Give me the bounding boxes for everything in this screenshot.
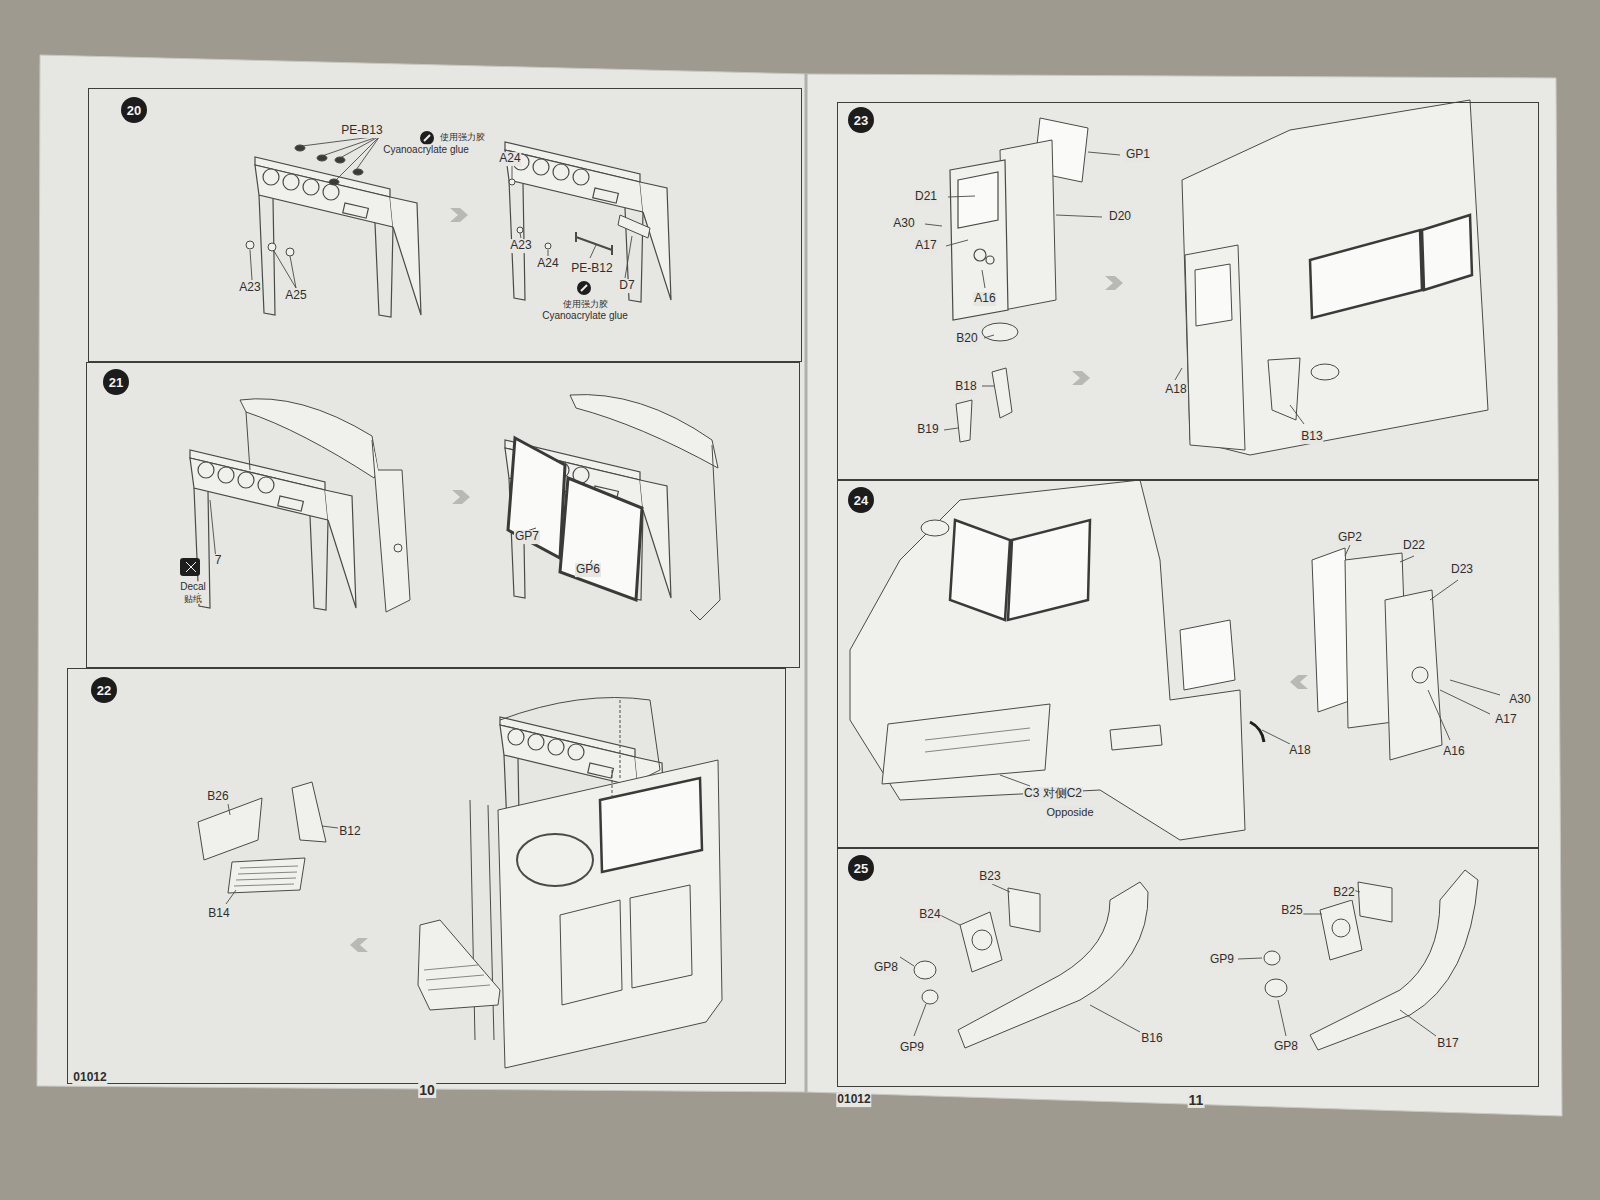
step-number: 21 [103, 369, 129, 395]
part-label: GP2 [1337, 531, 1363, 545]
part-label: B24 [918, 908, 941, 922]
part-label: D21 [914, 190, 938, 204]
part-label: B19 [916, 423, 939, 437]
part-label: GP9 [1209, 953, 1235, 967]
part-label: B18 [954, 380, 977, 394]
part-label: A17 [914, 239, 937, 253]
part-label: D20 [1108, 210, 1132, 224]
step-20-art [246, 131, 671, 317]
part-label: 贴纸 [183, 594, 203, 604]
part-label: A30 [1508, 693, 1531, 707]
part-label: PE-B13 [340, 124, 383, 138]
part-label: B12 [338, 825, 361, 839]
page-footer: 10 [418, 1082, 436, 1098]
step-number: 22 [91, 677, 117, 703]
part-label: GP1 [1125, 148, 1151, 162]
part-label: Cyanoacrylate glue [541, 310, 629, 322]
part-label: A18 [1288, 744, 1311, 758]
part-label: Opposide [1045, 806, 1094, 819]
part-label: GP9 [899, 1041, 925, 1055]
part-label: D22 [1402, 539, 1426, 553]
part-label: GP8 [873, 961, 899, 975]
left-page [37, 55, 806, 1092]
part-label: D23 [1450, 563, 1474, 577]
part-label: B13 [1300, 430, 1323, 444]
step-panel: 21 [86, 362, 800, 668]
part-label: 使用强力胶 [562, 299, 609, 309]
step-panel: 24 [837, 480, 1539, 848]
step-24-art [850, 480, 1500, 840]
step-25-art [900, 870, 1478, 1050]
part-label: 使用强力胶 [439, 132, 486, 142]
part-label: A23 [238, 281, 261, 295]
page-footer: 01012 [72, 1071, 107, 1085]
part-label: B20 [955, 332, 978, 346]
step-23-art [925, 100, 1488, 455]
step-21-art [180, 395, 720, 620]
part-label: B17 [1436, 1037, 1459, 1051]
part-label: Cyanoacrylate glue [382, 144, 470, 156]
page-footer: 11 [1188, 1092, 1205, 1108]
step-22-art [198, 698, 722, 1069]
step-panel: 23 [837, 102, 1539, 480]
right-page [806, 74, 1562, 1116]
step-panel: 22 [67, 668, 786, 1084]
part-label: B23 [978, 870, 1001, 884]
step-panel: 20 [88, 88, 802, 362]
part-label: GP8 [1273, 1040, 1299, 1054]
spine [805, 74, 808, 1092]
part-label: B26 [206, 790, 229, 804]
part-label: A17 [1494, 713, 1517, 727]
part-label: GP6 [575, 563, 601, 577]
step-number: 20 [121, 97, 147, 123]
part-label: B16 [1140, 1032, 1163, 1046]
part-label: B25 [1280, 904, 1303, 918]
part-label: D7 [618, 279, 635, 293]
step-number: 23 [848, 107, 874, 133]
part-label: B22 [1332, 886, 1355, 900]
part-label: B14 [207, 907, 230, 921]
page-footer: 01012 [836, 1093, 871, 1107]
part-label: A23 [509, 239, 532, 253]
step-number: 24 [848, 487, 874, 513]
step-panel: 25 [837, 848, 1539, 1087]
part-label: A18 [1164, 383, 1187, 397]
part-label: 7 [214, 554, 223, 568]
part-label: GP7 [514, 530, 540, 544]
step-number: 25 [848, 855, 874, 881]
part-label: A24 [536, 257, 559, 271]
part-label: A16 [973, 292, 996, 306]
part-label: A25 [284, 289, 307, 303]
part-label: A30 [892, 217, 915, 231]
part-label: C3 对侧C2 [1023, 787, 1083, 801]
part-label: A16 [1442, 745, 1465, 759]
part-label: A24 [498, 152, 521, 166]
part-label: Decal [179, 581, 207, 593]
part-label: PE-B12 [570, 262, 613, 276]
